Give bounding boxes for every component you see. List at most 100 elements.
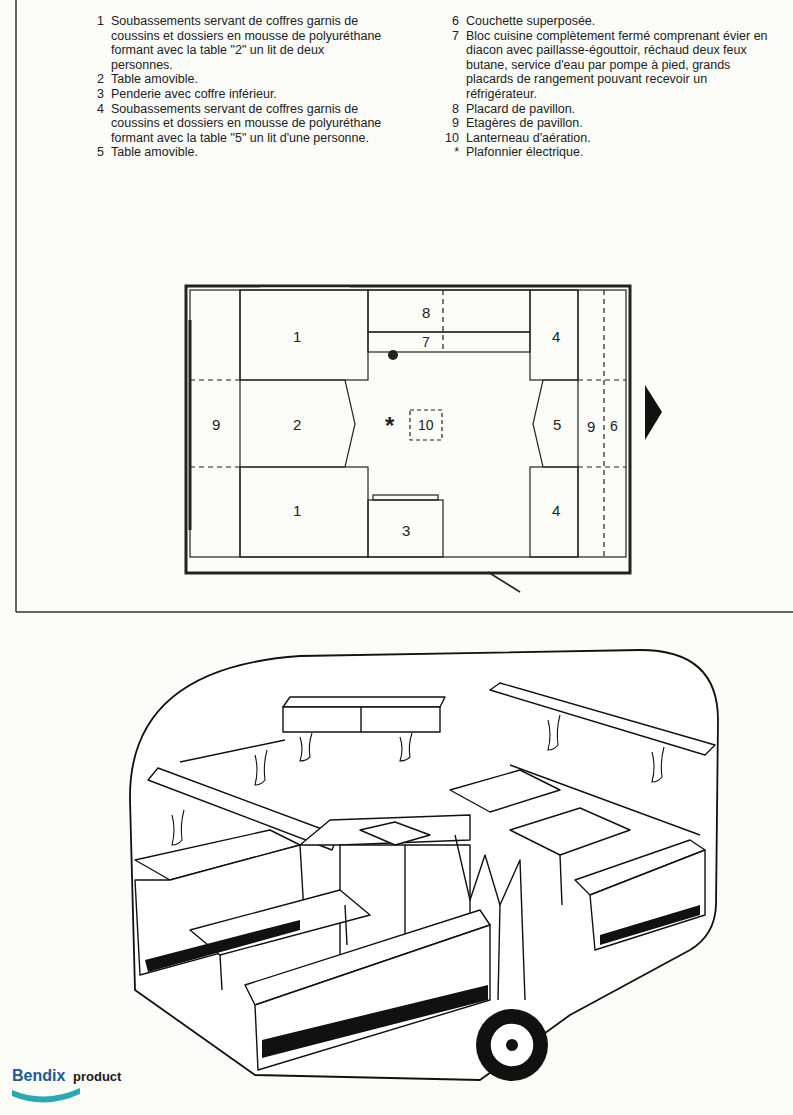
drawing-stroke — [488, 572, 520, 592]
callout-number: 1 — [293, 503, 301, 518]
callout-number: 9 — [212, 417, 220, 432]
drawing-stroke — [533, 380, 578, 467]
drawing-stroke — [410, 410, 442, 440]
key-text: Lanterneau d'aération. — [466, 131, 773, 146]
drawing-stroke — [345, 905, 347, 945]
drawing-stroke — [450, 770, 560, 812]
drawing-stroke — [578, 379, 626, 380]
key-row: 8 Placard de pavillon. — [443, 102, 773, 117]
drawing-stroke — [172, 715, 664, 845]
drawing-stroke — [600, 905, 700, 945]
key-text: Penderie avec coffre inférieur. — [111, 87, 388, 102]
callout-number: 10 — [443, 131, 459, 146]
drawing-stroke — [578, 466, 626, 467]
key-row: 6 Couchette superposée. — [443, 14, 773, 29]
logo-swoosh — [12, 1088, 80, 1103]
drawing-stroke — [240, 290, 368, 380]
callout-number: 7 — [443, 29, 459, 44]
drawing-stroke — [145, 905, 700, 1058]
key-row: 10 Lanterneau d'aération. — [443, 131, 773, 146]
drawing-stroke — [189, 320, 192, 530]
callout-number: 4 — [552, 503, 560, 518]
callout-number: 9 — [443, 116, 459, 131]
key-text: Table amovible. — [111, 72, 388, 87]
drawing-stroke — [190, 379, 240, 380]
callout-number: 6 — [443, 14, 459, 29]
drawing-stroke — [240, 467, 368, 557]
drawing-stroke — [300, 733, 312, 761]
drawing-stroke — [510, 808, 630, 855]
key-row: 9 Etagères de pavillon. — [443, 116, 773, 131]
key-row: 3 Penderie avec coffre inférieur. — [88, 87, 388, 102]
drawing-stroke — [368, 500, 443, 557]
callout-number: 2 — [88, 72, 104, 87]
callout-number: 4 — [552, 329, 560, 344]
drawing-stroke — [360, 707, 361, 732]
drawing-stroke — [255, 925, 490, 1070]
drawing-stroke — [186, 286, 630, 592]
drawing-stroke — [577, 290, 578, 557]
callout-number: 5 — [88, 145, 104, 160]
brand-suffix: product — [73, 1070, 121, 1083]
key-row: 7 Bloc cuisine complètement fermé compren… — [443, 29, 773, 102]
key-text: Couchette superposée. — [466, 14, 773, 29]
drawing-stroke — [190, 466, 240, 467]
callout-number: 3 — [402, 523, 410, 538]
drawing-stroke — [560, 855, 562, 905]
key-text: Bloc cuisine complètement fermé comprena… — [466, 29, 773, 102]
drawing-stroke — [548, 715, 560, 750]
drawing-stroke — [130, 650, 718, 1080]
callout-number: 3 — [88, 87, 104, 102]
callout-number: 5 — [553, 417, 561, 432]
key-text: Soubassements servant de coffres garnis … — [111, 102, 388, 146]
key-row: 4Soubassements servant de coffres garnis… — [88, 102, 388, 146]
drawing-stroke — [260, 288, 350, 289]
callout-number: 6 — [610, 419, 618, 433]
callout-number: 7 — [422, 335, 430, 349]
key-column: 6 Couchette superposée. 7 Bloc cuisine comp… — [443, 14, 773, 160]
drawing-stroke — [590, 850, 705, 950]
drawing-stroke — [388, 350, 398, 360]
key-row: 1 Soubassements servant de coffres garnis… — [88, 14, 388, 72]
drawing-stroke — [490, 1023, 534, 1067]
drawing-stroke — [15, 0, 17, 612]
drawing-stroke — [180, 740, 285, 762]
drawing-stroke — [360, 822, 430, 845]
callout-number: 1 — [88, 14, 104, 29]
drawing-stroke — [190, 290, 626, 557]
key-text: Soubassements servant de coffres garnis … — [111, 14, 388, 72]
key-text: Etagères de pavillon. — [466, 116, 773, 131]
drawing-stroke — [368, 290, 530, 332]
drawing-stroke — [368, 332, 530, 352]
drawing-stroke — [373, 495, 438, 500]
drawing-stroke — [652, 747, 664, 782]
drawing-stroke — [16, 611, 793, 613]
drawing-stroke — [172, 810, 184, 845]
key-column: 1Soubassements servant de coffres garnis… — [88, 14, 388, 160]
drawing-stroke — [283, 707, 440, 732]
key-row: 5Table amovible. — [88, 145, 388, 160]
drawing-stroke — [490, 683, 715, 755]
callout-number: 9 — [587, 419, 595, 434]
drawing-stroke — [442, 290, 443, 352]
drawing-stroke — [300, 815, 470, 845]
key-row: *Plafonnier électrique. — [443, 145, 773, 160]
drawing-stroke — [240, 380, 355, 467]
drawing-stroke — [603, 290, 604, 557]
drawing-stroke — [145, 920, 300, 972]
callout-number: 8 — [422, 305, 430, 320]
key-text: Placard de pavillon. — [466, 102, 773, 117]
drawing-stroke — [262, 985, 488, 1058]
drawing-stroke — [455, 835, 525, 1000]
drawing-stroke — [135, 683, 715, 1070]
drawing-stroke — [530, 467, 578, 557]
callout-number: * — [385, 414, 394, 438]
drawing-stroke — [530, 290, 578, 380]
drawing-stroke — [220, 955, 222, 990]
key-row: 2 Table amovible. — [88, 72, 388, 87]
drawing-stroke — [255, 750, 267, 785]
callout-number: 8 — [443, 102, 459, 117]
drawing-stroke — [506, 1039, 518, 1051]
callout-number: * — [443, 145, 459, 160]
